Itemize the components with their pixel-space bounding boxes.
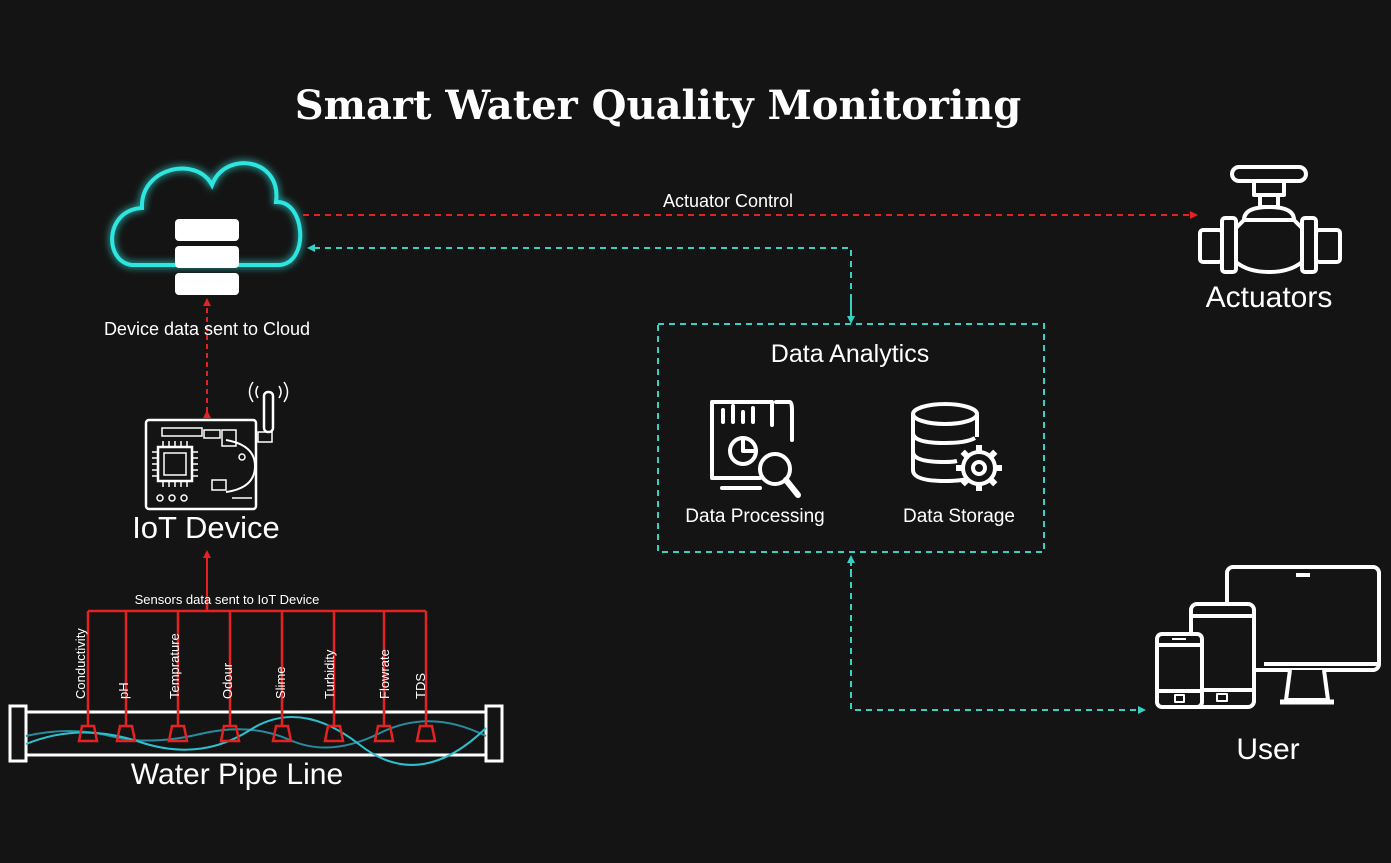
sensor-label-conductivity: Conductivity <box>73 628 88 699</box>
water-pipe <box>8 704 504 766</box>
report-magnifier-icon <box>710 400 801 498</box>
sensor-label-odour: Odour <box>220 662 235 699</box>
sensor-label-turbidity: Turbidity <box>322 649 337 699</box>
actuators-label: Actuators <box>1205 281 1333 314</box>
water-pipe-line-label: Water Pipe Line <box>130 758 344 791</box>
sensor-probe-odour <box>219 611 241 743</box>
circuit-board-icon <box>144 381 289 511</box>
sensor-probe-conductivity <box>77 611 99 743</box>
sensor-probe-temprature <box>167 611 189 743</box>
sensor-manifold <box>88 596 426 613</box>
devices-icon <box>1155 565 1381 709</box>
sensor-label-flowrate: Flowrate <box>377 649 392 699</box>
sensor-label-ph: pH <box>116 682 131 699</box>
sensor-probe-flowrate <box>373 611 395 743</box>
sensor-probe-ph <box>115 611 137 743</box>
sensor-probe-turbidity <box>323 611 345 743</box>
iot-device-label: IoT Device <box>132 510 280 545</box>
valve-icon <box>1198 165 1342 274</box>
sensor-label-slime: Slime <box>273 666 288 699</box>
analytics-box <box>657 323 1045 553</box>
sensor-probe-slime <box>271 611 293 743</box>
edge-analytics-to-cloud <box>307 244 852 322</box>
sensor-label-tds: TDS <box>413 673 428 699</box>
user-label: User <box>1236 733 1300 766</box>
actuator-control-label: Actuator Control <box>662 191 794 211</box>
edge-analytics-to-user <box>850 560 1146 714</box>
cloud-database-icon <box>110 161 303 295</box>
data-analytics-label: Data Analytics <box>770 340 930 368</box>
database-gear-icon <box>911 402 1002 491</box>
diagram-title: Smart Water Quality Monitoring <box>294 82 1022 129</box>
sensors-to-iot-label: Sensors data sent to IoT Device <box>134 592 320 607</box>
sensor-label-temprature: Temprature <box>167 633 182 699</box>
data-storage-label: Data Storage <box>903 506 1015 527</box>
sensor-probe-tds <box>415 611 437 743</box>
device-to-cloud-label: Device data sent to Cloud <box>103 319 311 339</box>
data-processing-label: Data Processing <box>685 506 825 527</box>
